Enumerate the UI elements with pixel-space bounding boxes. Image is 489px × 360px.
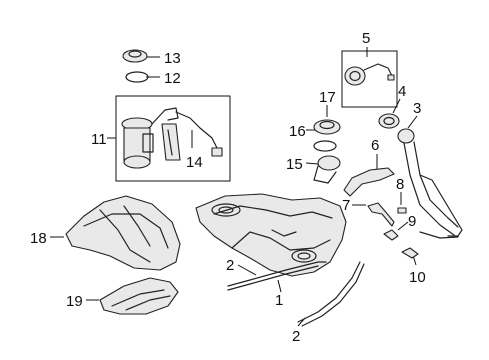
clip-10 bbox=[401, 247, 419, 259]
fuel-tank-1 bbox=[195, 193, 347, 277]
filler-ring-4 bbox=[378, 113, 400, 129]
tank-strap-lower bbox=[297, 261, 365, 327]
lock-ring-17 bbox=[313, 119, 341, 135]
callout-6: 6 bbox=[371, 137, 379, 154]
callout-box-11 bbox=[115, 95, 231, 182]
lock-ring-part bbox=[122, 49, 148, 63]
seal-ring-part bbox=[125, 71, 149, 83]
callout-box-5 bbox=[341, 50, 398, 108]
callout-9: 9 bbox=[408, 213, 416, 230]
filler-hose-6 bbox=[343, 167, 395, 197]
callout-8: 8 bbox=[396, 176, 404, 193]
callout-11: 11 bbox=[91, 131, 107, 148]
callout-15: 15 bbox=[286, 156, 303, 173]
filler-cap-5 bbox=[344, 63, 395, 86]
callout-2-lower: 2 bbox=[292, 328, 300, 345]
filler-neck-3 bbox=[397, 128, 463, 239]
clip-9 bbox=[383, 229, 399, 241]
callout-10: 10 bbox=[409, 269, 426, 286]
callout-5: 5 bbox=[362, 30, 370, 47]
clip-8 bbox=[397, 207, 407, 214]
callout-1: 1 bbox=[275, 292, 283, 309]
callout-3: 3 bbox=[413, 100, 421, 117]
callout-13: 13 bbox=[164, 50, 181, 67]
callout-14: 14 bbox=[186, 154, 203, 171]
callout-12: 12 bbox=[164, 70, 181, 87]
callout-7: 7 bbox=[342, 197, 350, 214]
leader-lines bbox=[50, 47, 418, 327]
callout-4: 4 bbox=[398, 83, 406, 100]
callout-17: 17 bbox=[319, 89, 336, 106]
seal-ring-16 bbox=[313, 140, 337, 152]
heat-shield-18 bbox=[65, 195, 181, 271]
sub-sender-15 bbox=[313, 155, 341, 184]
tank-strap-upper bbox=[227, 261, 327, 291]
callout-19: 19 bbox=[66, 293, 83, 310]
lower-shield-19 bbox=[99, 277, 179, 315]
callout-16: 16 bbox=[289, 123, 306, 140]
fuel-pump-module bbox=[121, 107, 223, 169]
callout-2-upper: 2 bbox=[226, 257, 234, 274]
level-sender bbox=[161, 123, 181, 161]
callout-18: 18 bbox=[30, 230, 47, 247]
breather-tube-7 bbox=[367, 202, 395, 227]
